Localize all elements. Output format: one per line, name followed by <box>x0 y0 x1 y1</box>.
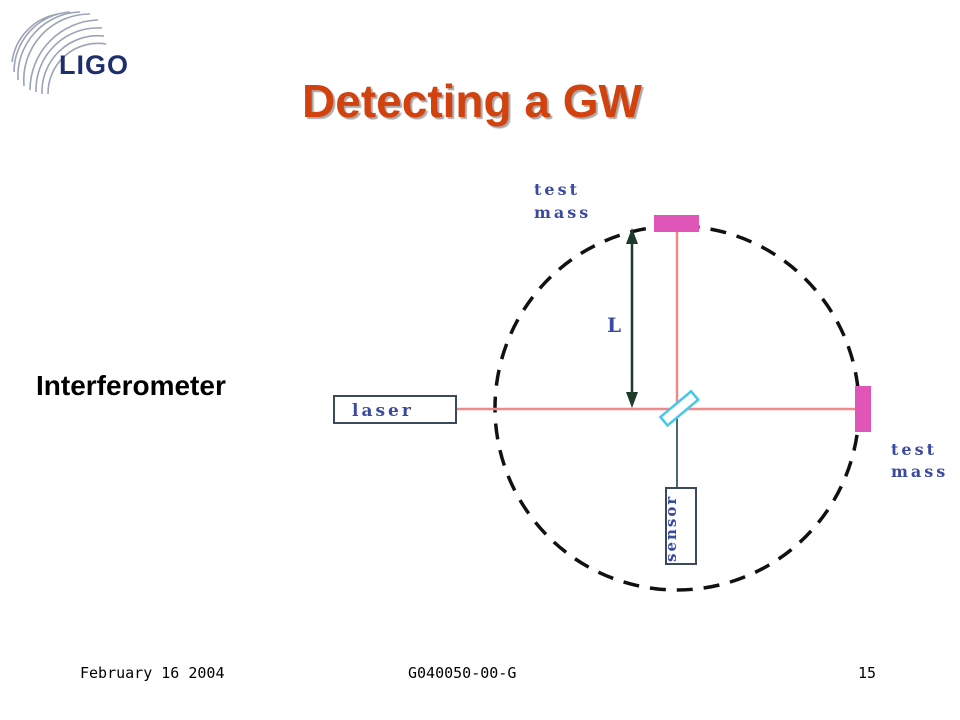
test-mass-top <box>654 215 699 232</box>
ligo-logo: LIGO <box>10 8 150 98</box>
arm-length-arrow <box>626 228 638 408</box>
slide-title: Detecting a GW <box>302 75 642 127</box>
footer-doc-id: G040050-00-G <box>408 664 517 682</box>
laser-box <box>333 395 457 424</box>
laser-label: laser <box>352 401 414 421</box>
test-mass-right-label-line2: mass <box>891 462 948 481</box>
test-mass-top-label-line2: mass <box>534 203 591 222</box>
test-mass-right-label-line1: test <box>891 440 937 459</box>
footer-date: February 16 2004 <box>80 664 225 682</box>
beam-splitter <box>658 389 700 428</box>
test-mass-top-label-line1: test <box>534 180 580 199</box>
sensor-label: sensor <box>662 495 680 562</box>
arm-length-label: L <box>607 313 621 337</box>
sensor-box <box>665 487 697 565</box>
test-mass-right <box>855 386 871 432</box>
interferometer-diagram: L test mass test mass laser sensor <box>333 180 948 592</box>
interferometer-label: Interferometer <box>36 370 226 401</box>
logo-text: LIGO <box>59 50 129 80</box>
logo-arcs-icon <box>11 11 107 95</box>
footer-page-number: 15 <box>858 664 877 682</box>
